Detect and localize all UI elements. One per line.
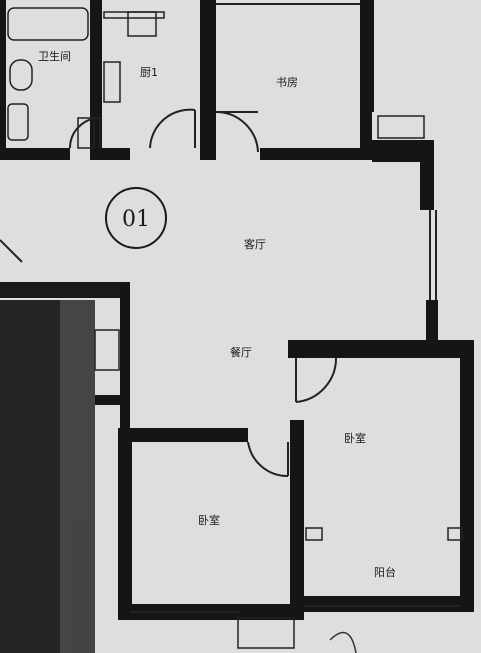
room-label-bedroom-left: 卧室 xyxy=(198,513,220,527)
sink-icon xyxy=(7,103,29,141)
washer-icon xyxy=(94,329,120,371)
fixtures xyxy=(7,7,463,649)
ac-unit-bottom-icon xyxy=(237,617,295,649)
cabinet-icon xyxy=(103,11,165,19)
room-label-living: 客厅 xyxy=(244,237,266,251)
doors xyxy=(0,108,338,478)
stove-icon xyxy=(103,61,121,103)
room-label-bedroom-right: 卧室 xyxy=(344,431,366,445)
windows xyxy=(130,3,460,613)
toilet-icon xyxy=(9,59,33,91)
unit-marker: 01 xyxy=(105,187,167,249)
room-label-dining: 餐厅 xyxy=(230,345,252,359)
room-label-balcony: 阳台 xyxy=(374,565,396,579)
blurred-area xyxy=(0,282,128,653)
ac-unit-icon xyxy=(377,115,425,139)
room-label-study: 书房 xyxy=(276,76,298,89)
curve-mark xyxy=(329,631,357,653)
unit-marker-label: 01 xyxy=(122,207,150,232)
bathtub-icon xyxy=(7,7,89,41)
room-label-kitchen: 厨1 xyxy=(140,66,158,79)
room-label-bathroom: 卫生间 xyxy=(38,49,71,63)
